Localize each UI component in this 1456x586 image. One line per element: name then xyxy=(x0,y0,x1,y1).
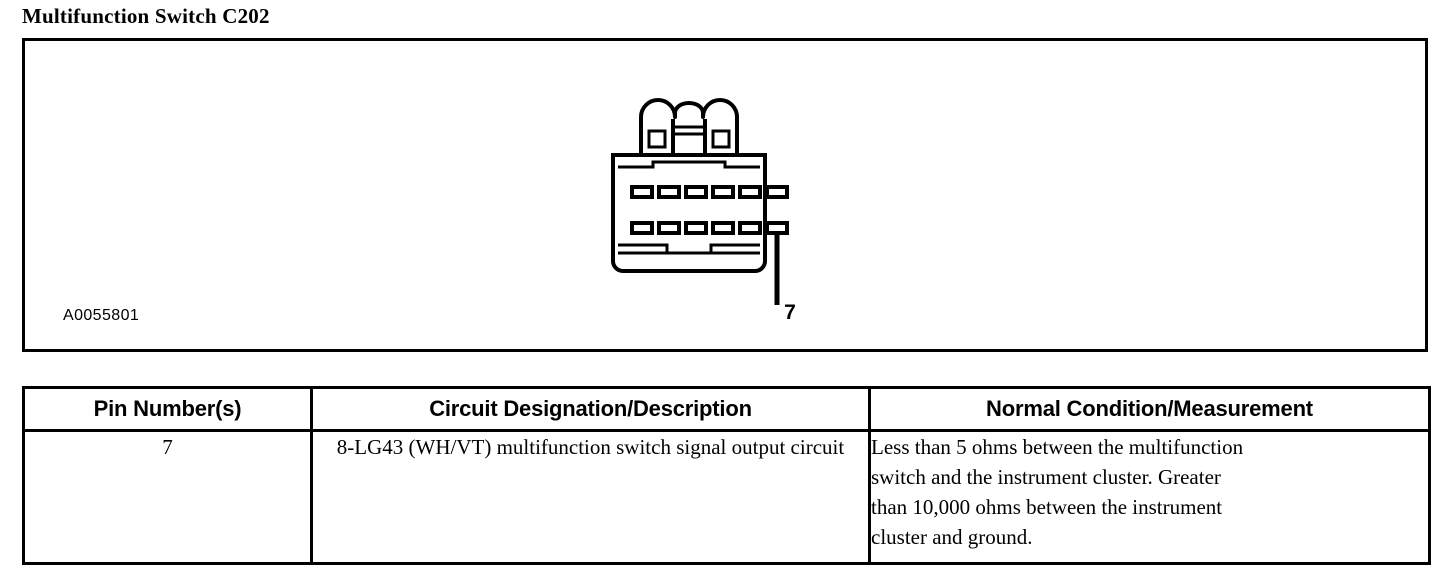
cell-normal-condition: Less than 5 ohms between the multifuncti… xyxy=(868,429,1431,565)
pin-cavity-row-1 xyxy=(630,185,789,199)
measurement-line: switch and the instrument cluster. Great… xyxy=(871,465,1221,489)
table-row: 7 8-LG43 (WH/VT) multifunction switch si… xyxy=(22,429,1431,565)
pin-7-callout-label: 7 xyxy=(784,301,796,324)
part-number-label: A0055801 xyxy=(63,307,140,324)
column-header-pin-number: Pin Number(s) xyxy=(22,386,313,432)
latch-square-left xyxy=(647,129,667,149)
latch-inner-lines xyxy=(671,119,707,155)
measurement-line: cluster and ground. xyxy=(871,525,1033,549)
pin-definition-table: Pin Number(s) Circuit Designation/Descri… xyxy=(22,386,1431,565)
pin-cavity-row-2 xyxy=(630,221,789,235)
cell-pin-number: 7 xyxy=(22,429,313,565)
description-line: 8-LG43 (WH/VT) multifunction switch xyxy=(336,435,671,459)
page-title: Multifunction Switch C202 xyxy=(22,4,270,28)
column-header-normal-condition: Normal Condition/Measurement xyxy=(868,386,1431,432)
measurement-line: than 10,000 ohms between the instrument xyxy=(871,495,1223,519)
measurement-line: Less than 5 ohms between the multifuncti… xyxy=(871,435,1244,459)
connector-upper-shelf xyxy=(618,160,760,169)
connector-svg xyxy=(611,98,789,305)
connector-lower-ledges xyxy=(618,243,760,255)
column-header-circuit-designation: Circuit Designation/Description xyxy=(310,386,871,432)
latch-square-right xyxy=(711,129,731,149)
cell-circuit-description: 8-LG43 (WH/VT) multifunction switch sign… xyxy=(310,429,871,565)
connector-diagram-panel: 7 A0055801 xyxy=(22,38,1428,352)
table-header-row: Pin Number(s) Circuit Designation/Descri… xyxy=(22,386,1431,432)
latch-ribs xyxy=(675,125,703,136)
connector-body xyxy=(611,153,767,273)
description-line: signal output circuit xyxy=(676,435,845,459)
connector-illustration: 7 xyxy=(597,83,857,333)
